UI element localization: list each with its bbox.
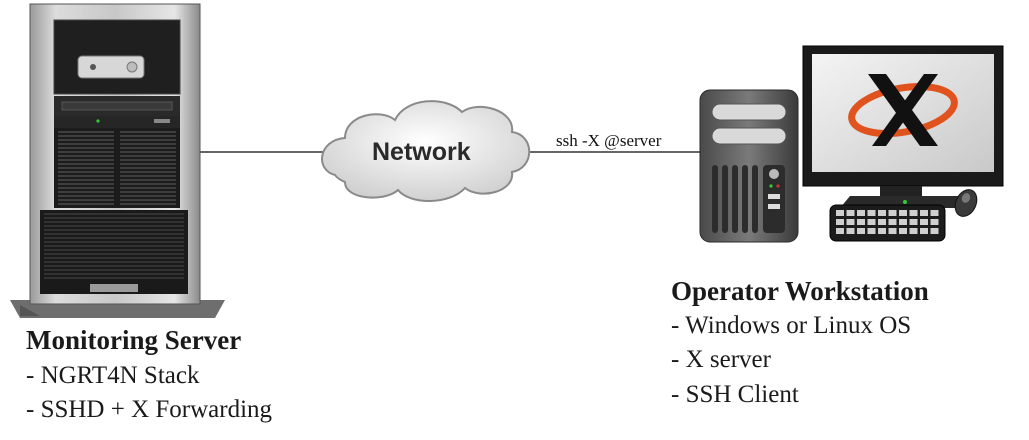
keyboard-key [888,228,897,234]
server-vents [44,131,184,279]
vent-slot [742,165,748,233]
workstation-item-xserver: - X server [671,346,771,373]
keyboard-key [867,228,876,234]
workstation-vents [712,165,758,233]
keyboard-key [888,210,897,216]
connection-label: ssh -X @server [556,131,662,150]
network-cloud-icon [321,100,531,202]
keyboard-key [836,219,844,225]
keyboard-key [878,228,886,234]
keyboard-key [899,228,907,234]
keyboard-key [846,210,855,216]
keyboard-key [899,210,907,216]
workstation-item-os: - Windows or Linux OS [671,312,912,339]
keyboard-key [846,228,855,234]
keyboard-key [846,219,855,225]
network-label: Network [372,138,471,166]
server-item-sshd: - SSHD + X Forwarding [26,396,273,423]
mouse-icon [954,189,978,217]
keyboard-key [899,219,907,225]
keyboard-key [867,219,876,225]
vent-slot [752,165,758,233]
keyboard-key [909,219,918,225]
keyboard-key [930,210,939,216]
vent-slot [712,165,718,233]
keyboard-key [878,210,886,216]
server-item-stack: - NGRT4N Stack [26,362,200,389]
monitor-icon [802,45,1004,208]
keyboard-key [867,210,876,216]
keyboard-key [857,210,865,216]
keyboard-key [836,228,844,234]
keyboard-key [857,228,865,234]
vent-slot [732,165,738,233]
keyboard-key [878,219,886,225]
keyboard-key [909,210,918,216]
keyboard-key [930,228,939,234]
keyboard-key [857,219,865,225]
vent-slot [722,165,728,233]
keyboard-key [920,219,928,225]
keyboard-key [888,219,897,225]
workstation-item-ssh: - SSH Client [671,381,799,408]
keyboard-key [930,219,939,225]
keyboard-key [909,228,918,234]
keyboard-key [920,228,928,234]
server-tower-icon [10,3,225,318]
workstation-title: Operator Workstation [671,276,929,306]
keyboard-keys [836,210,939,234]
keyboard-key [836,210,844,216]
keyboard-key [920,210,928,216]
server-title: Monitoring Server [26,325,242,355]
x-window-system-logo [848,74,958,146]
